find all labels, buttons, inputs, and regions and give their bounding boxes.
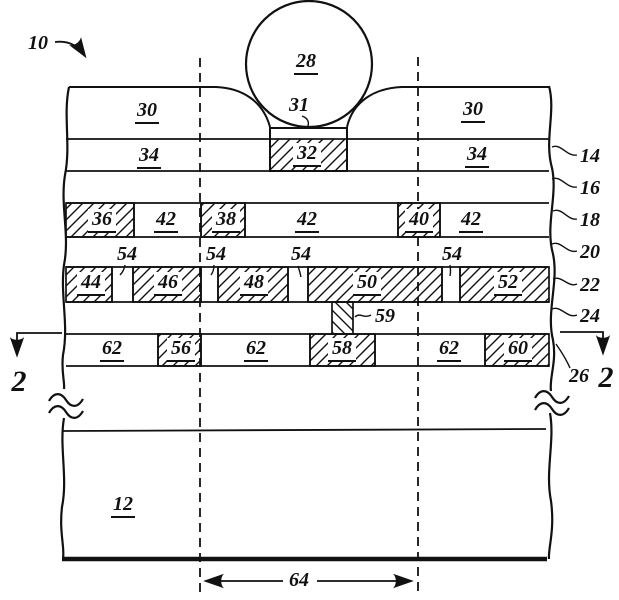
section-marker-right: 2: [598, 361, 614, 394]
assembly-arrow-10: [54, 37, 87, 59]
callout-ball: 28: [294, 51, 318, 75]
leader-26: [555, 343, 571, 369]
callout-52: 52: [494, 272, 522, 296]
layer30-top-left: [69, 86, 271, 128]
callout-assembly: 10: [28, 32, 48, 54]
callout-20: 20: [580, 241, 600, 263]
leader-14: [551, 145, 578, 156]
callout-60: 60: [504, 338, 532, 362]
callout-14: 14: [580, 145, 600, 167]
callout-54c: 54: [291, 243, 311, 265]
callout-46: 46: [154, 272, 182, 296]
layer30-top-right: [346, 86, 549, 128]
callout-44: 44: [77, 272, 105, 296]
callout-34-left: 34: [137, 145, 161, 169]
callout-54b: 54: [206, 243, 226, 265]
section-line-right: [560, 331, 611, 356]
substrate-top-line: [62, 428, 547, 432]
callout-56: 56: [167, 338, 195, 362]
callout-pad: 31: [289, 94, 309, 116]
leader-18: [552, 209, 578, 220]
callout-dimension: 64: [289, 569, 309, 591]
callout-30-right: 30: [461, 99, 485, 123]
leader-31: [301, 115, 310, 127]
substrate-left-edge: [60, 417, 66, 560]
callout-62c: 62: [437, 338, 461, 362]
callout-40: 40: [405, 209, 433, 233]
leader-54: [449, 264, 452, 277]
callout-18: 18: [580, 209, 600, 231]
leader-54: [297, 265, 302, 278]
stack-right-edge: [547, 85, 556, 392]
callout-62b: 62: [244, 338, 268, 362]
callout-36: 36: [88, 209, 116, 233]
callout-24: 24: [580, 305, 600, 327]
break-mark-left: [48, 405, 84, 419]
leader-24: [551, 307, 578, 317]
leader-22: [552, 277, 578, 286]
callout-26: 26: [569, 365, 589, 387]
callout-50: 50: [353, 272, 381, 296]
callout-42c: 42: [459, 209, 483, 233]
solder-ball: [244, 0, 374, 129]
leader-16: [551, 177, 578, 188]
callout-30-left: 30: [135, 100, 159, 124]
leader-20: [551, 242, 578, 253]
leader-54: [119, 264, 126, 276]
callout-62a: 62: [100, 338, 124, 362]
break-mark-right: [534, 402, 570, 416]
break-mark-right: [534, 390, 570, 404]
substrate-right-edge: [547, 412, 554, 560]
callout-42b: 42: [295, 209, 319, 233]
callout-48: 48: [240, 272, 268, 296]
callout-stud-59: 59: [375, 305, 395, 327]
callout-38: 38: [212, 209, 240, 233]
hatched-stud-59: [331, 301, 354, 335]
callout-22: 22: [580, 274, 600, 296]
stack-left-edge: [61, 86, 71, 390]
callout-42a: 42: [154, 209, 178, 233]
callout-pad-metal: 32: [293, 143, 321, 167]
leader-59: [354, 314, 372, 318]
callout-58: 58: [328, 338, 356, 362]
callout-34-right: 34: [465, 144, 489, 168]
break-mark-left: [48, 393, 84, 407]
callout-54a: 54: [117, 243, 137, 265]
callout-substrate: 12: [111, 494, 135, 518]
leader-54: [210, 264, 215, 276]
callout-16: 16: [580, 177, 600, 199]
section-line-left: [9, 332, 62, 358]
section-marker-left: 2: [11, 365, 27, 398]
callout-54d: 54: [442, 243, 462, 265]
